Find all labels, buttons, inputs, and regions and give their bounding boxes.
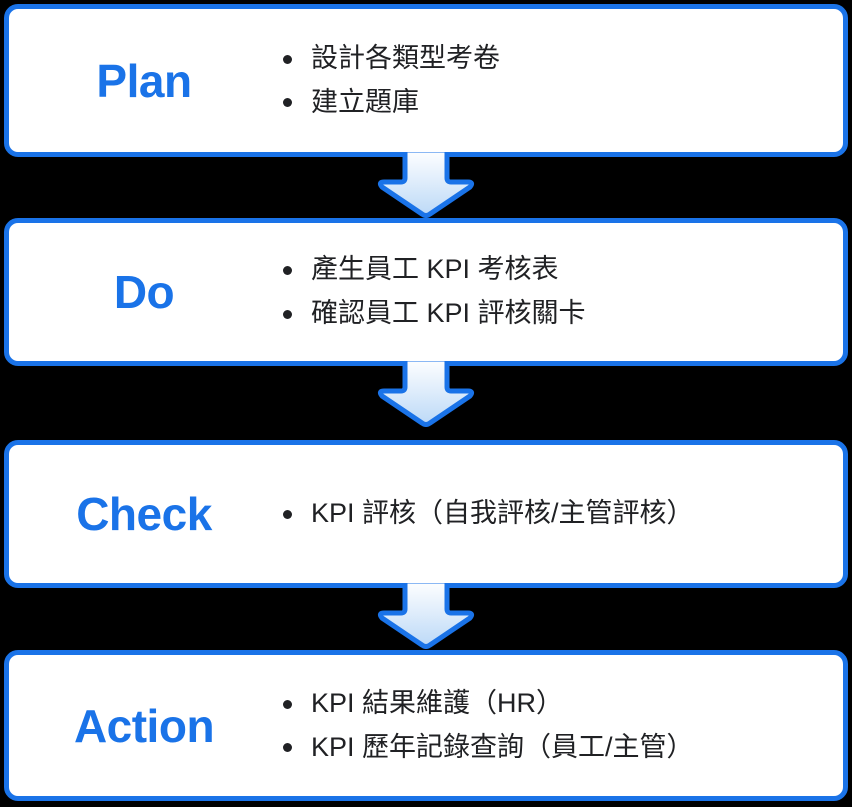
bullet-icon — [283, 699, 292, 709]
stage-label-check: Check — [76, 488, 212, 540]
connector-check-to-action — [374, 583, 478, 649]
bullet-icon — [283, 309, 292, 319]
bullet-icon — [283, 509, 292, 519]
bullet-icon — [283, 98, 292, 108]
list-item: KPI 結果維護（HR） — [279, 682, 843, 726]
list-item-text: 建立題庫 — [311, 86, 419, 117]
stage-card-do: Do 產生員工 KPI 考核表 確認員工 KPI 評核關卡 — [4, 218, 848, 366]
bullet-icon — [283, 266, 292, 276]
list-item: 設計各類型考卷 — [279, 37, 843, 81]
stage-label-action: Action — [73, 699, 215, 752]
list-item: 確認員工 KPI 評核關卡 — [279, 292, 843, 336]
list-item-text: 設計各類型考卷 — [311, 42, 500, 73]
list-item: 產生員工 KPI 考核表 — [279, 248, 843, 292]
stage-items-check: KPI 評核（自我評核/主管評核） — [279, 492, 843, 536]
list-item-text: KPI 評核（自我評核/主管評核） — [311, 498, 694, 529]
stage-items-action: KPI 結果維護（HR） KPI 歷年記錄查詢（員工/主管） — [279, 682, 843, 769]
list-item-text: KPI 結果維護（HR） — [311, 687, 564, 718]
arrow-down-icon — [377, 583, 475, 649]
stage-items-plan: 設計各類型考卷 建立題庫 — [279, 37, 843, 124]
connector-plan-to-do — [374, 152, 478, 218]
stage-label-plan: Plan — [96, 54, 192, 107]
connector-do-to-check — [374, 361, 478, 427]
bullet-icon — [283, 54, 292, 64]
stage-label-do: Do — [113, 266, 175, 318]
bullet-icon — [283, 743, 292, 753]
stage-card-plan: Plan 設計各類型考卷 建立題庫 — [4, 4, 848, 157]
stage-card-check: Check KPI 評核（自我評核/主管評核） — [4, 440, 848, 588]
arrow-down-icon — [377, 361, 475, 427]
list-item: KPI 歷年記錄查詢（員工/主管） — [279, 726, 843, 770]
list-item-text: KPI 歷年記錄查詢（員工/主管） — [311, 731, 694, 762]
list-item: KPI 評核（自我評核/主管評核） — [279, 492, 843, 536]
arrow-down-icon — [377, 152, 475, 218]
stage-card-action: Action KPI 結果維護（HR） KPI 歷年記錄查詢（員工/主管） — [4, 650, 848, 801]
stage-items-do: 產生員工 KPI 考核表 確認員工 KPI 評核關卡 — [279, 248, 843, 335]
list-item-text: 產生員工 KPI 考核表 — [311, 254, 559, 285]
list-item: 建立題庫 — [279, 81, 843, 125]
list-item-text: 確認員工 KPI 評核關卡 — [311, 298, 586, 328]
